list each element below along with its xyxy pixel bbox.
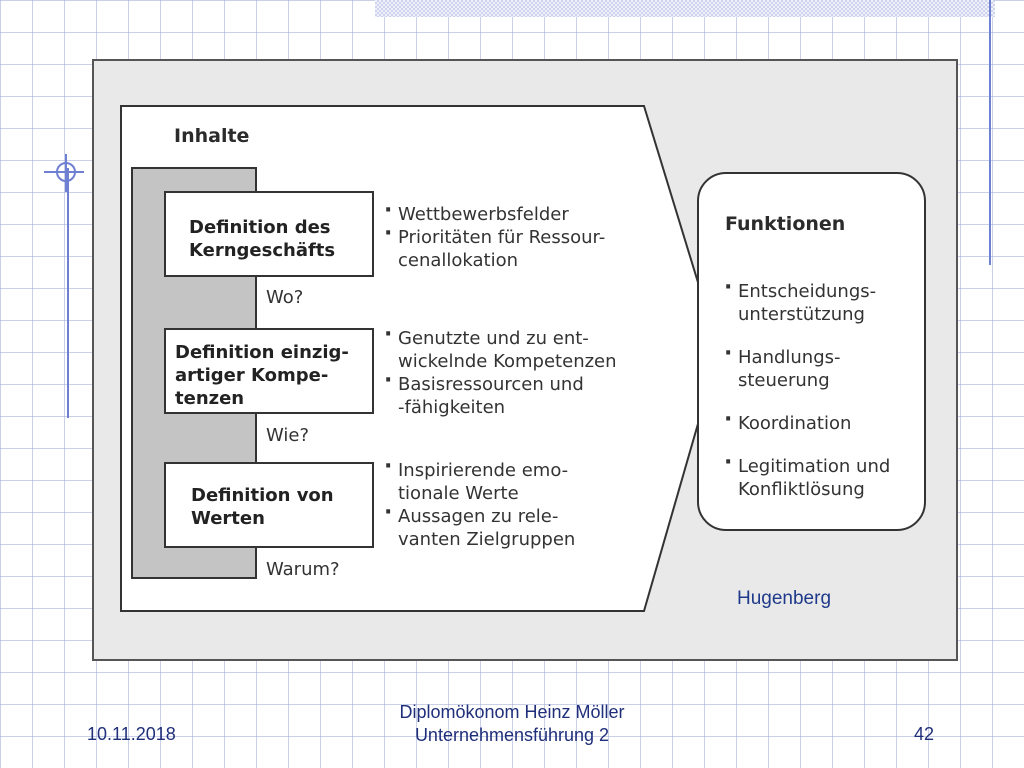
decorative-vertical-line-right [989,0,991,265]
decorative-vertical-line-left [67,168,69,418]
bullets-werte: Inspirierende emo-tionale Werte Aussagen… [384,455,575,551]
question-wo: Wo? [266,287,304,308]
decorative-header-bar [375,0,995,17]
diagram-figure: Inhalte Definition des Kerngeschäfts Wo?… [92,59,958,661]
bullet-item: Basisressourcen und-fähigkeiten [384,369,617,419]
footer-course: Unternehmensführung 2 [414,725,610,745]
bullet-item: Genutzte und zu ent-wickelnde Kompetenze… [384,323,617,373]
bullets-kerngeschaeft: Wettbewerbsfelder Prioritäten für Ressou… [384,199,605,272]
inhalte-title: Inhalte [174,125,250,147]
question-warum: Warum? [266,559,340,580]
question-wie: Wie? [266,425,310,446]
box-werte [164,462,374,548]
footer-center: Diplomökonom Heinz Möller Unternehmensfü… [362,701,662,747]
bullet-item: Aussagen zu rele-vanten Zielgruppen [384,501,575,551]
bullet-item: Wettbewerbsfelder [384,199,605,226]
source-credit: Hugenberg [737,588,832,609]
funktion-item: Handlungs-steuerung [724,342,890,392]
funktion-item: Koordination [724,408,890,435]
bullet-item: Inspirierende emo-tionale Werte [384,455,575,505]
funktionen-title: Funktionen [725,213,846,235]
box-werte-label: Definition von Werten [191,485,334,529]
footer-date: 10.11.2018 [87,724,176,744]
funktionen-list: Entscheidungs-unterstützung Handlungs-st… [724,276,890,501]
crosshair-icon [44,154,84,192]
funktion-item: Entscheidungs-unterstützung [724,276,890,326]
bullets-kompetenzen: Genutzte und zu ent-wickelnde Kompetenze… [384,323,617,419]
bullet-item: Prioritäten für Ressour-cenallokation [384,222,605,272]
footer-author: Diplomökonom Heinz Möller [399,702,625,722]
box-kompetenzen-label: Definition einzig- artiger Kompe- tenzen [175,342,349,409]
box-kompetenzen [164,328,374,414]
box-kerngeschaeft [164,191,374,277]
box-kerngeschaeft-label: Definition des Kerngeschäfts [189,217,336,261]
footer-page-number: 42 [914,724,935,744]
